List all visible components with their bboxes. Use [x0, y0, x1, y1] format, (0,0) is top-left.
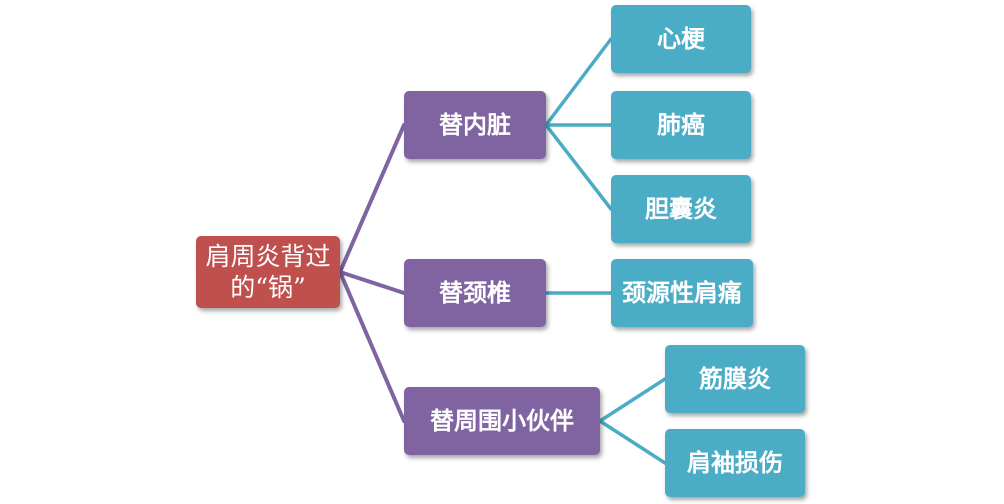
- branch-node-internal-organs: 替内脏: [404, 91, 546, 159]
- leaf-node-rotator-cuff-injury: 肩袖损伤: [665, 429, 805, 497]
- leaf-node-cervicogenic-shoulder-pain: 颈源性肩痛: [611, 259, 753, 327]
- root-label: 肩周炎背过的“锅”: [205, 241, 331, 302]
- leaf-node-lung-cancer: 肺癌: [611, 91, 751, 159]
- root-node: 肩周炎背过的“锅”: [196, 236, 340, 308]
- branch-node-surrounding-tissues: 替周围小伙伴: [404, 387, 600, 455]
- branch-label: 替周围小伙伴: [430, 407, 574, 435]
- leaf-node-cholecystitis: 胆囊炎: [611, 175, 751, 243]
- leaf-label: 筋膜炎: [699, 365, 771, 393]
- leaf-node-fasciitis: 筋膜炎: [665, 345, 805, 413]
- connector-b3-l5: [598, 377, 667, 423]
- connector-b1-l3: [544, 123, 613, 211]
- branch-label: 替内脏: [439, 111, 511, 139]
- connector-b1-l1: [544, 37, 613, 127]
- leaf-label: 心梗: [657, 25, 705, 53]
- branch-label: 替颈椎: [439, 279, 511, 307]
- leaf-label: 胆囊炎: [645, 195, 717, 223]
- leaf-label: 肺癌: [657, 111, 705, 139]
- connector-root-b3: [338, 270, 406, 423]
- connector-b3-l6: [598, 419, 667, 465]
- connector-root-b2: [338, 270, 406, 295]
- connector-root-b1: [338, 123, 406, 274]
- branch-node-cervical-spine: 替颈椎: [404, 259, 546, 327]
- leaf-label: 肩袖损伤: [687, 449, 783, 477]
- leaf-node-myocardial-infarction: 心梗: [611, 5, 751, 73]
- leaf-label: 颈源性肩痛: [622, 279, 742, 307]
